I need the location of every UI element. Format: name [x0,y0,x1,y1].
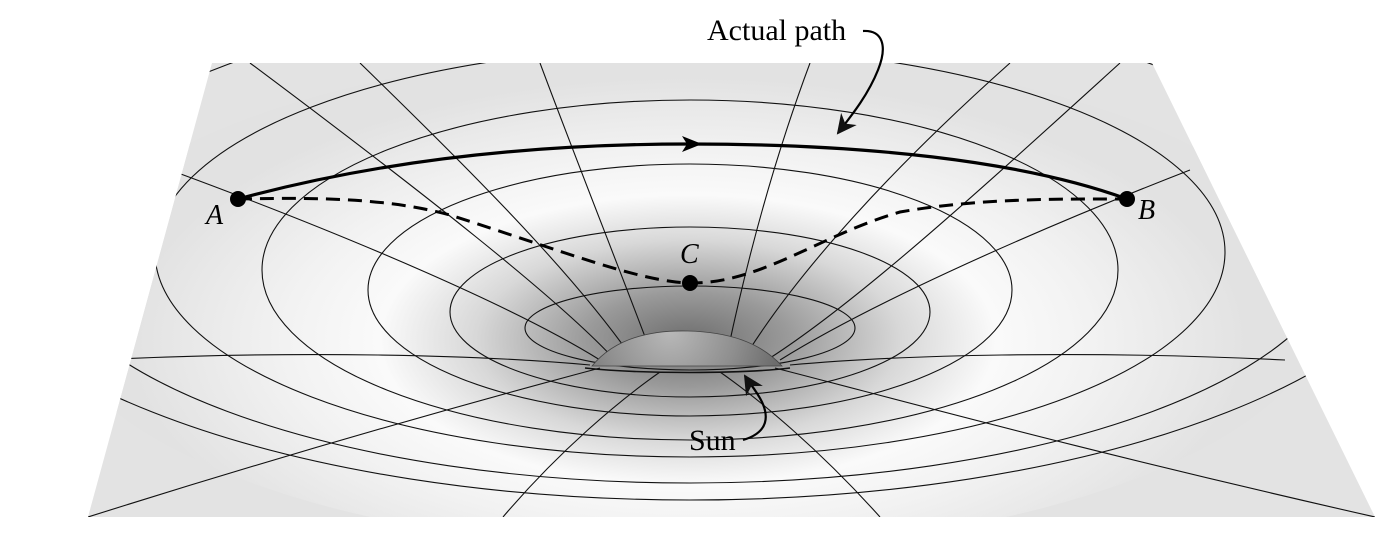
point-c-label: C [680,239,699,270]
sun-label: Sun [689,424,736,457]
point-a-label: A [204,200,224,231]
point-b-label: B [1138,195,1155,226]
actual-path-label: Actual path [707,14,846,47]
gravity-well [88,63,1328,517]
actual-path-pointer-arrow [836,29,884,135]
point-b-marker [1119,191,1135,207]
point-a-marker [230,191,246,207]
sun-pointer-arrow [742,374,767,442]
point-c-marker [682,275,698,291]
sun-body [591,330,783,367]
actual-path-direction-arrow [682,136,702,152]
sun-rim [584,367,791,374]
